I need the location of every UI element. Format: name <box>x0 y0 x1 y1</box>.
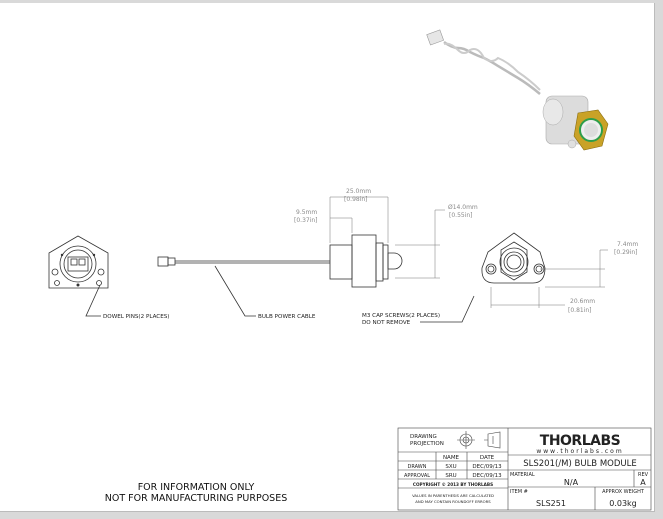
values-note-2: AND MAY CONTAIN ROUNDOFF ERRORS <box>415 499 491 504</box>
height-in: [0.29in] <box>614 249 638 256</box>
notice-line-1: FOR INFORMATION ONLY <box>138 482 255 493</box>
width-mm: 20.6mm <box>570 298 595 305</box>
projection-label-1: DRAWING <box>410 434 437 440</box>
approval-date: DEC/09/13 <box>472 473 502 479</box>
material-value: N/A <box>564 478 579 487</box>
height-mm: 7.4mm <box>617 241 638 248</box>
drawn-label: DRAWN <box>408 464 427 470</box>
notice-line-2: NOT FOR MANUFACTURING PURPOSES <box>105 493 287 504</box>
do-not-remove-callout: DO NOT REMOVE <box>362 320 411 326</box>
title-block <box>397 427 652 511</box>
power-cable-callout: BULB POWER CABLE <box>258 314 316 320</box>
drawing-title: SLS201(/M) BULB MODULE <box>523 459 637 469</box>
rear-view <box>48 235 109 289</box>
drawn-date: DEC/09/13 <box>472 464 502 470</box>
isometric-view <box>426 29 609 151</box>
cap-screws-callout: M3 CAP SCREWS(2 PLACES) <box>362 313 440 319</box>
offset-mm: 9.5mm <box>296 209 317 216</box>
weight-label: APPROX WEIGHT <box>602 489 645 495</box>
material-label: MATERIAL <box>510 472 535 478</box>
drawing-page: 25.0mm [0.98in] 9.5mm [0.37in] Ø14.0mm [… <box>0 3 655 512</box>
copyright: COPYRIGHT © 2013 BY THORLABS <box>413 482 493 487</box>
width-in: [0.81in] <box>568 307 592 314</box>
item-label: ITEM # <box>510 489 528 495</box>
item-value: SLS251 <box>536 499 566 508</box>
length-in: [0.98in] <box>344 196 368 203</box>
name-header: NAME <box>443 455 460 461</box>
side-dimensions <box>329 196 445 279</box>
website: www.thorlabs.com <box>536 448 623 455</box>
side-view <box>157 234 403 288</box>
thorlabs-logo: THORLABS <box>540 433 621 449</box>
rev-label: REV <box>638 472 649 478</box>
screws-leader <box>420 295 475 323</box>
front-view <box>481 232 608 308</box>
projection-label-2: PROJECTION <box>410 441 444 447</box>
offset-in: [0.37in] <box>294 217 318 224</box>
cable-leader <box>214 265 256 317</box>
drawn-name: SXU <box>445 464 456 470</box>
length-mm: 25.0mm <box>346 188 371 195</box>
dowel-pins-callout: DOWEL PINS(2 PLACES) <box>103 314 169 320</box>
technical-drawing: 25.0mm [0.98in] 9.5mm [0.37in] Ø14.0mm [… <box>48 29 652 511</box>
weight-value: 0.03kg <box>609 499 637 508</box>
dowel-pins-leader <box>85 284 101 317</box>
values-note-1: VALUES IN PARENTHESIS ARE CALCULATED <box>412 493 494 498</box>
date-header: DATE <box>480 455 495 461</box>
approval-name: SRU <box>445 473 456 479</box>
diameter-mm: Ø14.0mm <box>448 204 478 211</box>
diameter-in: [0.55in] <box>449 212 473 219</box>
rev-value: A <box>640 478 646 487</box>
approval-label: APPROVAL <box>404 473 430 479</box>
